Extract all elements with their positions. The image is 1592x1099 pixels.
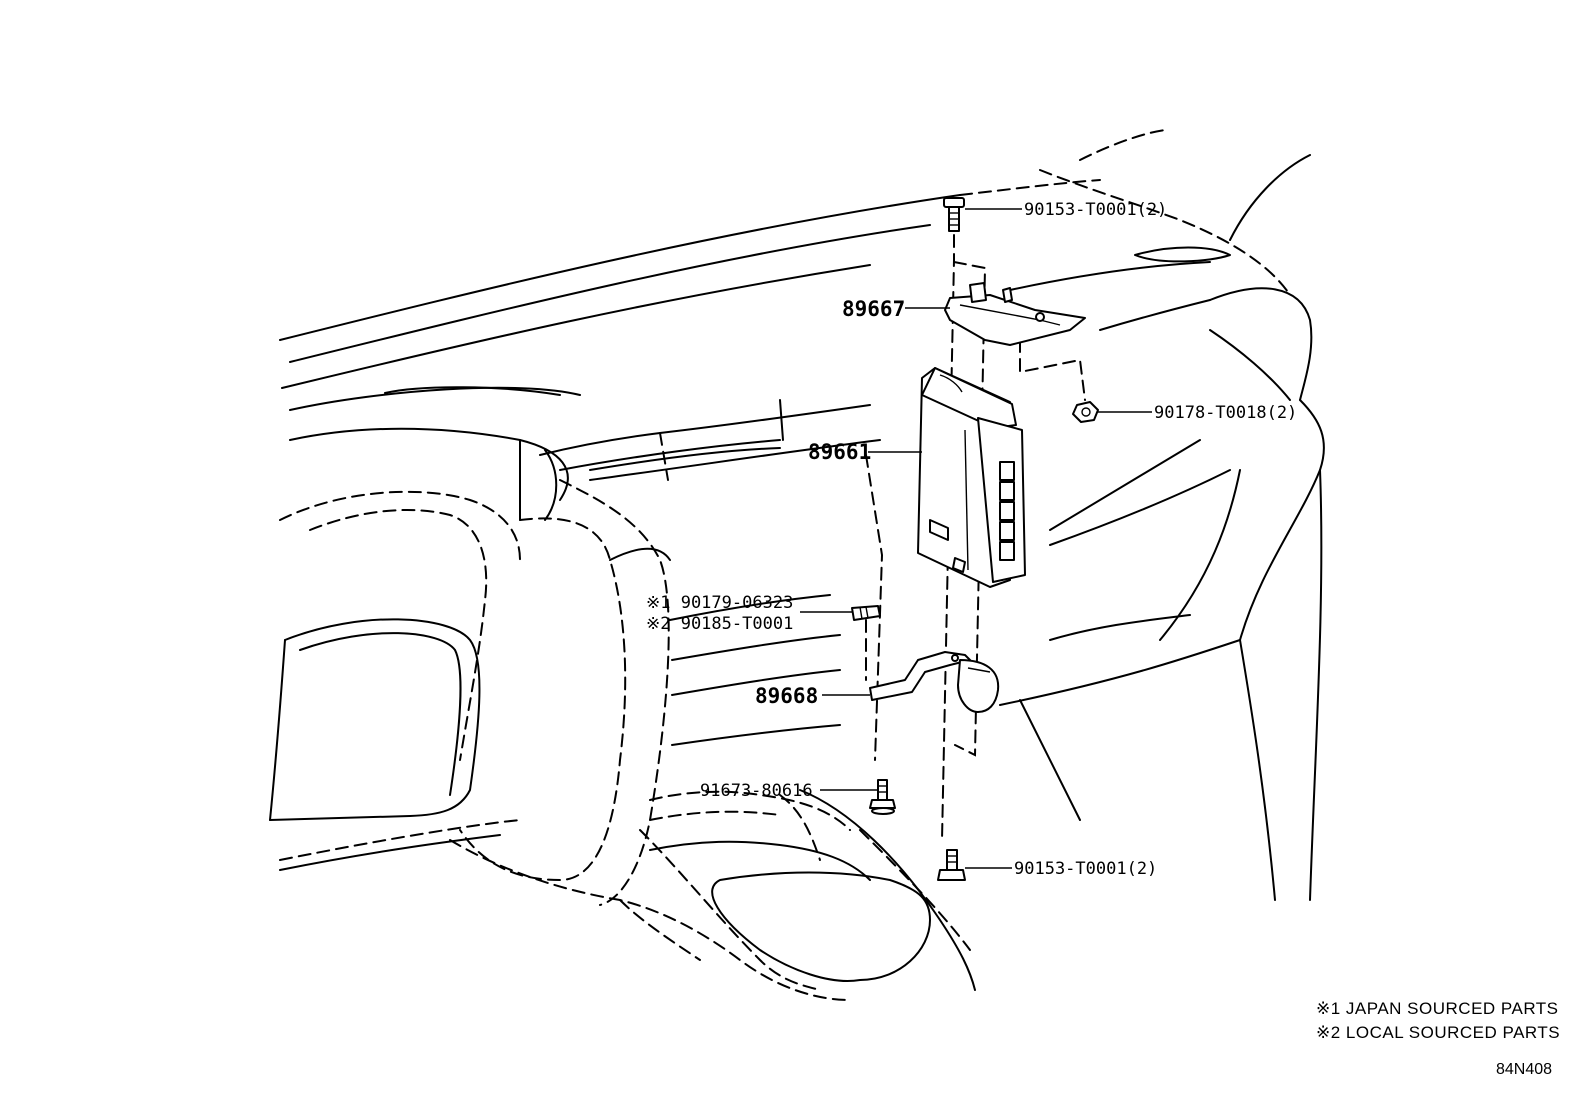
bolt-bottom-icon <box>937 849 966 881</box>
clip-icon <box>851 605 881 621</box>
callout-leaders <box>800 208 1152 869</box>
upper-bracket-icon <box>944 282 1086 346</box>
dashboard-outline <box>269 129 1325 1001</box>
callout-clip-1: ※1 90179-06323 <box>646 593 793 613</box>
callout-nut-right: 90178-T0018(2) <box>1154 403 1297 423</box>
callout-bracket-upper: 89667 <box>842 297 905 321</box>
callout-ecu: 89661 <box>808 440 871 464</box>
callout-bolt-bottom: 90153-T0001(2) <box>1014 859 1157 879</box>
callout-bolt-mid: 91673-80616 <box>700 781 813 801</box>
bolt-top-icon <box>943 197 965 232</box>
callout-clip-2: ※2 90185-T0001 <box>646 614 793 634</box>
legend-note-local: ※2 LOCAL SOURCED PARTS <box>1316 1023 1560 1042</box>
legend-note-japan: ※1 JAPAN SOURCED PARTS <box>1316 999 1559 1018</box>
bolt-mid-icon <box>869 779 896 815</box>
nut-icon <box>1072 401 1099 423</box>
ecu-module-icon <box>917 367 1026 588</box>
figure-code: 84N408 <box>1496 1061 1552 1078</box>
callout-bracket-lower: 89668 <box>755 684 818 708</box>
lower-bracket-icon <box>869 651 1000 713</box>
callout-bolt-top: 90153-T0001(2) <box>1024 200 1167 220</box>
